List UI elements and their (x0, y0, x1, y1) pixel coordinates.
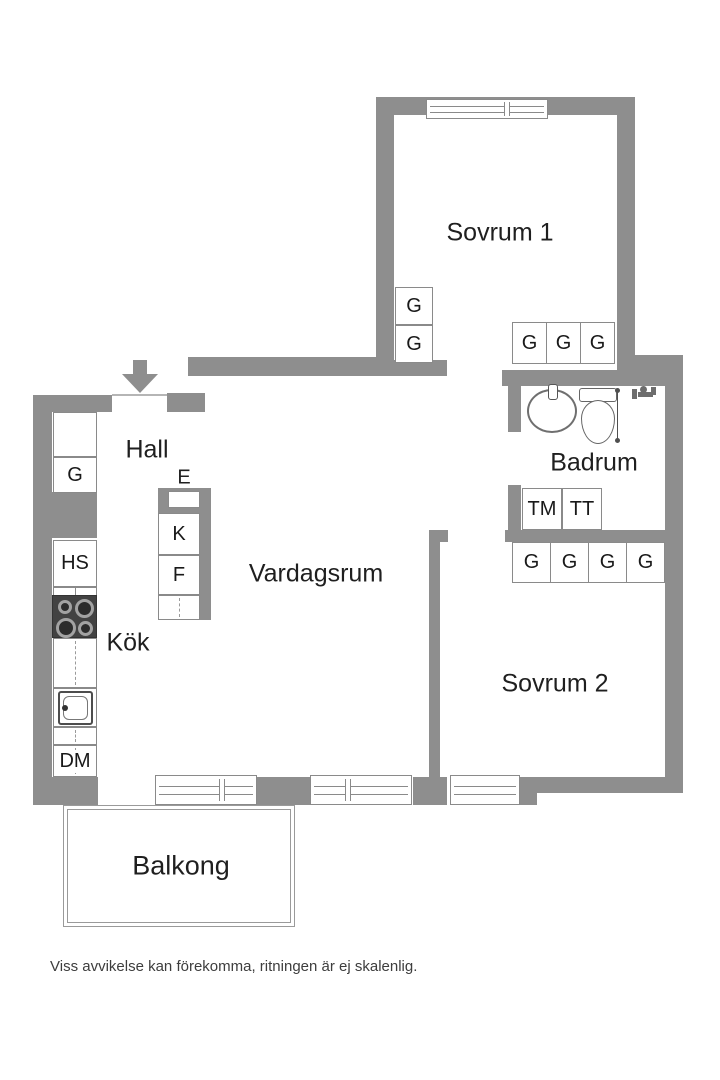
room-vardagsrum-label: Vardagsrum (248, 559, 384, 588)
cabinet-hs: HS (53, 540, 97, 587)
wall-hall-top (188, 357, 388, 376)
wall-sovrum1-bottom-left (376, 360, 447, 376)
entrance-arrow-stem (133, 360, 147, 375)
wall-entrance-left (33, 395, 112, 412)
closet-g: G (395, 287, 433, 325)
cabinet-label: K (172, 522, 186, 545)
room-sovrum1-label: Sovrum 1 (446, 218, 554, 247)
cabinet-e (168, 491, 200, 508)
shower-mixer-icon (651, 387, 656, 395)
appliance-label: TM (527, 497, 557, 520)
closet-label: G (406, 294, 422, 317)
cabinet-box (53, 412, 97, 457)
wall-laundry-bottom (505, 530, 665, 542)
closet-g: G (588, 542, 627, 583)
counter-box (53, 727, 97, 745)
kitchen-sink-icon (58, 691, 93, 725)
cabinet-label: F (172, 563, 186, 586)
counter-dash (179, 598, 180, 617)
disclaimer-text: Viss avvikelse kan förekomma, ritningen … (50, 958, 418, 975)
cabinet-label: DM (58, 749, 92, 773)
window-sovrum1-icon (426, 99, 548, 119)
shower-mixer-icon (632, 389, 637, 399)
cabinet-label: G (67, 463, 83, 486)
balcony-inner-line (67, 809, 291, 923)
window-rail (159, 786, 253, 795)
closet-g: G (512, 542, 551, 583)
wall-badrum-left-upper (508, 376, 521, 432)
window-mullion (504, 102, 510, 116)
balcony-outline (63, 805, 295, 927)
washer-tm: TM (522, 488, 562, 530)
closet-g: G (512, 322, 547, 364)
closet-g: G (395, 325, 433, 363)
closet-g: G (546, 322, 581, 364)
cabinet-dm: DM (53, 745, 97, 777)
sink-tap (62, 705, 68, 711)
wall-bottom-seg1 (257, 777, 312, 805)
closet-g: G (550, 542, 589, 583)
wall-sovrum1-right (617, 97, 635, 377)
room-kok-label: Kök (106, 628, 150, 657)
cabinet-k: K (158, 513, 200, 555)
wall-bottom-right (537, 777, 683, 793)
cabinet-f: F (158, 555, 200, 595)
entrance-threshold (112, 394, 167, 396)
counter-dash (75, 730, 76, 742)
closet-row-sovrum2: G G G G (512, 542, 665, 583)
wall-ekf-right (200, 488, 211, 620)
wall-badrum-left-lower (508, 485, 521, 540)
counter-tick (75, 588, 76, 595)
entrance-arrow-icon (122, 374, 158, 393)
cabinet-label: HS (61, 552, 89, 574)
window-mullion (345, 779, 351, 801)
window-vardagsrum-icon (310, 775, 412, 805)
stove-icon (52, 595, 97, 638)
counter-box (53, 638, 97, 688)
wall-bottom-left-corner (33, 777, 98, 805)
wall-kitchen-block (35, 492, 97, 538)
stove-burner (75, 599, 94, 618)
room-balkong-label: Balkong (132, 850, 230, 881)
room-badrum-label: Badrum (550, 448, 638, 477)
shower-mixer-icon (638, 392, 653, 397)
shower-mixer-icon (640, 386, 647, 393)
label-e: E (177, 466, 191, 489)
counter-box (158, 595, 200, 620)
room-hall-label: Hall (125, 435, 169, 464)
window-sovrum2-icon (450, 775, 520, 805)
closet-label: G (406, 332, 422, 355)
cabinet-g-hall: G (53, 457, 97, 493)
window-rail (454, 786, 516, 795)
appliance-label: TT (569, 497, 595, 520)
stove-burner (78, 621, 93, 636)
stove-burner (56, 618, 76, 638)
closet-row-sovrum1: G G G (512, 322, 615, 364)
wall-partition-sovrum2 (429, 530, 440, 780)
wall-sovrum1-left (376, 97, 394, 376)
closet-g: G (580, 322, 615, 364)
shower-line-dot (615, 388, 620, 393)
window-rail (430, 106, 544, 113)
toilet-icon (581, 400, 615, 444)
closet-g: G (626, 542, 665, 583)
window-mullion (219, 779, 225, 801)
window-kitchen-balcony-icon (155, 775, 257, 805)
counter-dash (75, 641, 76, 685)
bathroom-sink-tap (548, 384, 558, 400)
wall-outer-right (665, 380, 683, 793)
shower-line-dot (615, 438, 620, 443)
room-sovrum2-label: Sovrum 2 (501, 669, 609, 698)
wall-hall-step (167, 393, 205, 412)
wall-outer-left (33, 395, 52, 805)
dryer-tt: TT (562, 488, 602, 530)
shower-screen-line (617, 390, 618, 440)
stove-burner (58, 600, 72, 614)
wall-bottom-seg2 (413, 777, 447, 805)
wall-partition-stub (429, 530, 448, 542)
wall-bottom-seg3 (520, 777, 537, 805)
wall-badrum-top (502, 370, 683, 386)
window-rail (314, 786, 408, 795)
